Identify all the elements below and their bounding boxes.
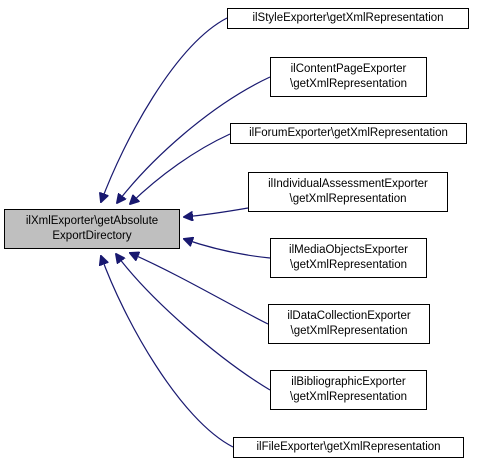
caller-node-media-objects-exporter[interactable]: ilMediaObjectsExporter \getXmlRepresenta… — [270, 238, 427, 278]
caller-node-line: ilBibliographicExporter — [291, 376, 406, 388]
caller-node-bibliographic-exporter[interactable]: ilBibliographicExporter \getXmlRepresent… — [270, 370, 427, 410]
root-node[interactable]: ilXmlExporter\getAbsolute ExportDirector… — [4, 209, 180, 249]
edge-caller-0-to-root — [101, 17, 228, 202]
caller-node-style-exporter[interactable]: ilStyleExporter\getXmlRepresentation — [227, 8, 469, 29]
edges — [101, 17, 271, 448]
caller-node-file-exporter[interactable]: ilFileExporter\getXmlRepresentation — [233, 437, 464, 458]
caller-node-line: ilForumExporter\getXmlRepresentation — [249, 127, 448, 139]
caller-node-line: \getXmlRepresentation — [290, 391, 407, 403]
caller-node-line: ilFileExporter\getXmlRepresentation — [256, 441, 441, 453]
caller-node-individual-assessment-exporter[interactable]: ilIndividualAssessmentExporter \getXmlRe… — [248, 172, 448, 212]
caller-node-line: \getXmlRepresentation — [290, 259, 407, 271]
caller-node-line: ilDataCollectionExporter — [287, 310, 411, 322]
caller-node-line: ilContentPageExporter — [290, 63, 407, 75]
edge-caller-2-to-root — [130, 133, 231, 204]
caller-node-line: ilStyleExporter\getXmlRepresentation — [252, 12, 444, 24]
caller-node-content-page-exporter[interactable]: ilContentPageExporter \getXmlRepresentat… — [270, 57, 427, 97]
root-node-line-2: ExportDirectory — [52, 230, 132, 242]
edge-caller-3-to-root — [184, 207, 249, 217]
edge-caller-4-to-root — [184, 239, 271, 259]
caller-node-line: \getXmlRepresentation — [289, 193, 407, 205]
caller-node-data-collection-exporter[interactable]: ilDataCollectionExporter \getXmlRepresen… — [268, 304, 430, 344]
edge-caller-5-to-root — [130, 253, 269, 325]
edge-caller-6-to-root — [116, 254, 271, 391]
caller-node-forum-exporter[interactable]: ilForumExporter\getXmlRepresentation — [230, 123, 467, 144]
edge-caller-7-to-root — [101, 256, 234, 448]
caller-node-line: \getXmlRepresentation — [290, 325, 408, 337]
root-node-line-1: ilXmlExporter\getAbsolute — [25, 215, 159, 227]
caller-node-line: ilMediaObjectsExporter — [289, 244, 408, 256]
edge-caller-1-to-root — [117, 76, 271, 203]
caller-node-line: ilIndividualAssessmentExporter — [268, 178, 428, 190]
caller-node-line: \getXmlRepresentation — [290, 78, 407, 90]
